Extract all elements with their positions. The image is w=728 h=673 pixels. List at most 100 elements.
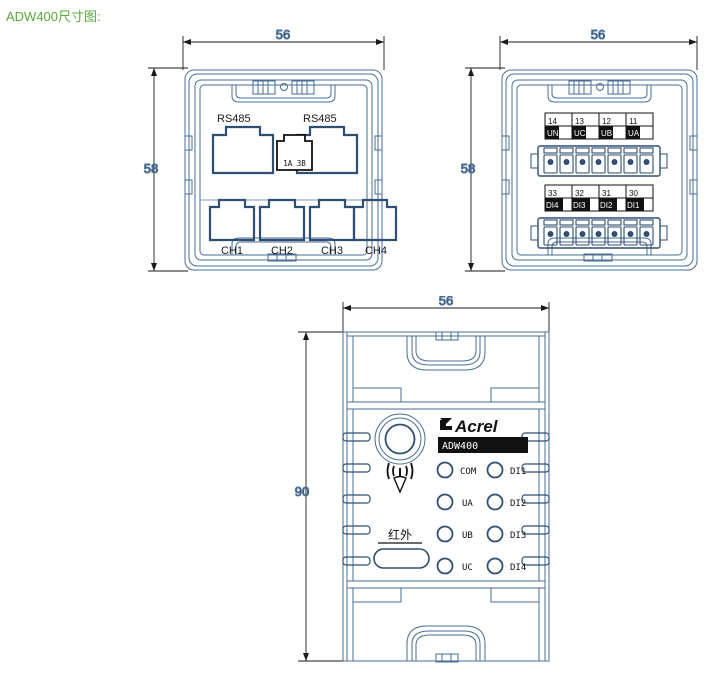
page-title: ADW400尺寸图:: [6, 9, 101, 24]
di-terminal-number-33: 33: [548, 189, 557, 198]
width-dimension-line-front-view: [342, 302, 550, 336]
bottom-center-tab: [583, 253, 613, 262]
led-di3: [486, 525, 504, 543]
right-tab-1: [374, 135, 382, 151]
led-label-di2: DI2: [510, 499, 526, 509]
led-uc: [436, 557, 454, 575]
bottom-cap: [346, 580, 546, 662]
acrel-logo-mark: [440, 418, 452, 430]
bottom-cap-inner: [352, 587, 540, 662]
di-terminal-name-di2: DI2: [600, 201, 613, 210]
right-view-height-value: 58: [461, 161, 475, 176]
voltage-terminal-label-grid: [544, 112, 654, 140]
infrared-label: 红外: [388, 527, 412, 542]
right-tab-1: [689, 135, 697, 151]
housing-outline-inner2: [194, 79, 373, 261]
top-clip-handle: [406, 336, 486, 371]
center-connector-label: 1A 3B: [283, 159, 306, 168]
model-name: ADW400: [442, 441, 478, 452]
top-left-recess: [352, 387, 402, 403]
housing-outline-outer: [501, 69, 698, 271]
channel-label-ch4: CH4: [365, 245, 387, 257]
led-indicators-left: [436, 461, 454, 575]
right-view-container: 56 58: [460, 28, 720, 303]
channel-label-ch3: CH3: [321, 245, 343, 257]
front-view-height-value: 90: [295, 484, 309, 499]
di-terminal-number-32: 32: [575, 189, 584, 198]
height-dimension-line-front-view: [298, 331, 348, 662]
bottom-recess: [547, 237, 652, 255]
top-cap-inner: [352, 335, 540, 403]
vent-slots-right: [521, 432, 550, 566]
channel-label-ch1: CH1: [221, 245, 243, 257]
rs485-port-left: [211, 125, 275, 175]
top-vent-right: [291, 80, 315, 95]
voltage-terminal-name-uc: UC: [574, 129, 586, 138]
left-tab-2: [502, 179, 510, 195]
led-di1: [486, 461, 504, 479]
di-terminal-number-30: 30: [629, 189, 638, 198]
bottom-clip-handle-inner: [411, 630, 481, 661]
body-outline-inner: [346, 331, 546, 662]
housing-outline-inner2: [511, 79, 688, 261]
front-view-svg: 56 90: [294, 296, 550, 663]
bottom-center-notch: [435, 653, 459, 663]
left-view-height-value: 58: [144, 161, 158, 176]
di-terminal-label-grid: [544, 184, 654, 212]
led-di2: [486, 493, 504, 511]
voltage-terminal-number-13: 13: [575, 117, 584, 126]
width-dimension-line-left-view: [182, 36, 385, 70]
bottom-clip-handle-inner2: [415, 634, 477, 661]
top-vent-left: [252, 80, 276, 95]
top-recess: [231, 85, 336, 103]
led-label-di3: DI3: [510, 531, 526, 541]
rs485-right-label: RS485: [303, 113, 337, 125]
left-tab-1: [185, 135, 193, 151]
housing-outline-inner3: [516, 84, 683, 256]
di-terminal-name-di1: DI1: [627, 201, 640, 210]
body-outline-outer: [342, 331, 550, 662]
top-recess-inner: [235, 85, 332, 99]
led-ub: [436, 525, 454, 543]
bottom-left-recess: [352, 587, 402, 603]
top-right-recess: [490, 387, 540, 403]
right-view-svg: 56 58: [460, 28, 698, 272]
di-terminal-block: [530, 217, 668, 249]
front-view-width-value: 56: [439, 296, 453, 308]
brand-name: Acrel: [454, 417, 499, 436]
bottom-right-recess: [490, 587, 540, 603]
right-tab-2: [689, 179, 697, 195]
bottom-recess: [231, 237, 336, 255]
led-label-ub: UB: [462, 531, 473, 541]
wireless-signal-icon: [386, 462, 414, 494]
led-label-di1: DI1: [510, 467, 526, 477]
left-tab-1: [502, 135, 510, 151]
led-com: [436, 461, 454, 479]
led-label-com: COM: [460, 467, 477, 477]
left-view-container: 56 58: [140, 28, 400, 303]
di-terminal-number-31: 31: [602, 189, 611, 198]
housing-outline-inner1: [188, 73, 379, 267]
di-terminal-name-di3: DI3: [573, 201, 586, 210]
bottom-recess-inner: [235, 241, 332, 255]
front-view-container: 56 90: [290, 296, 580, 673]
model-badge: [438, 437, 528, 453]
antenna-connector: [374, 413, 426, 465]
height-dimension-line-left-view: [148, 67, 188, 272]
rs485-left-label: RS485: [217, 113, 251, 125]
led-di4: [486, 557, 504, 575]
led-label-ua: UA: [462, 499, 473, 509]
height-dimension-line-right-view: [465, 67, 505, 272]
infrared-port: [373, 548, 430, 569]
housing-outline-outer: [184, 69, 383, 271]
top-center-notch: [435, 331, 459, 341]
right-tab-2: [374, 179, 382, 195]
led-indicators-right: [486, 461, 504, 575]
left-view-width-value: 56: [276, 28, 290, 42]
voltage-terminal-name-ua: UA: [628, 129, 640, 138]
top-clip-handle-inner2: [415, 336, 477, 362]
top-vent-left: [568, 80, 592, 95]
voltage-terminal-number-12: 12: [602, 117, 611, 126]
center-connector: [276, 134, 313, 171]
